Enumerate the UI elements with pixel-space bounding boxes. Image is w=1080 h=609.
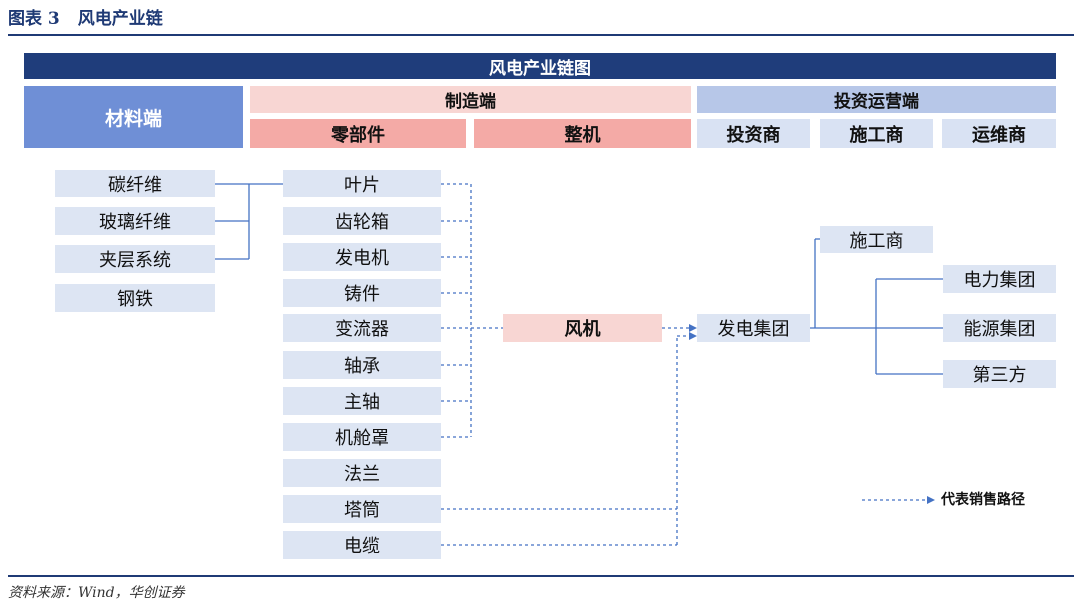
components-header: 零部件 bbox=[250, 119, 466, 148]
component-item-tower: 塔筒 bbox=[283, 495, 441, 523]
title-rule bbox=[8, 34, 1074, 36]
source-note: 资料来源：Wind，华创证券 bbox=[8, 585, 185, 601]
material-item-steel: 钢铁 bbox=[55, 284, 215, 312]
power-group-box: 发电集团 bbox=[697, 314, 810, 342]
component-item-generator: 发电机 bbox=[283, 243, 441, 271]
figure-caption: 风电产业链 bbox=[77, 9, 163, 29]
operator-item-power-group: 电力集团 bbox=[943, 265, 1056, 293]
source-rule bbox=[8, 575, 1074, 577]
material-item-glass-fiber: 玻璃纤维 bbox=[55, 207, 215, 235]
component-item-cable: 电缆 bbox=[283, 531, 441, 559]
materials-header: 材料端 bbox=[24, 86, 243, 148]
component-item-flange: 法兰 bbox=[283, 459, 441, 487]
component-item-bearing: 轴承 bbox=[283, 351, 441, 379]
figure-number: 图表 3 bbox=[8, 9, 60, 29]
turbine-box: 风机 bbox=[503, 314, 662, 342]
manufacturing-header: 制造端 bbox=[250, 86, 691, 113]
operator-item-energy-group: 能源集团 bbox=[943, 314, 1056, 342]
constructors-header: 施工商 bbox=[820, 119, 933, 148]
component-item-converter: 变流器 bbox=[283, 314, 441, 342]
component-item-main-shaft: 主轴 bbox=[283, 387, 441, 415]
investors-header: 投资商 bbox=[697, 119, 810, 148]
construction-box: 施工商 bbox=[820, 226, 933, 253]
component-item-nacelle-cover: 机舱罩 bbox=[283, 423, 441, 451]
material-item-carbon-fiber: 碳纤维 bbox=[55, 170, 215, 197]
component-item-blade: 叶片 bbox=[283, 170, 441, 197]
component-item-gearbox: 齿轮箱 bbox=[283, 207, 441, 235]
operator-item-third-party: 第三方 bbox=[943, 360, 1056, 388]
complete-machine-header: 整机 bbox=[474, 119, 691, 148]
component-item-casting: 铸件 bbox=[283, 279, 441, 307]
main-header: 风电产业链图 bbox=[24, 53, 1056, 79]
legend-label: 代表销售路径 bbox=[941, 492, 1025, 508]
investment-header: 投资运营端 bbox=[697, 86, 1056, 113]
material-item-sandwich-system: 夹层系统 bbox=[55, 245, 215, 273]
operators-header: 运维商 bbox=[942, 119, 1056, 148]
figure-title: 图表 3 风电产业链 bbox=[8, 5, 181, 33]
